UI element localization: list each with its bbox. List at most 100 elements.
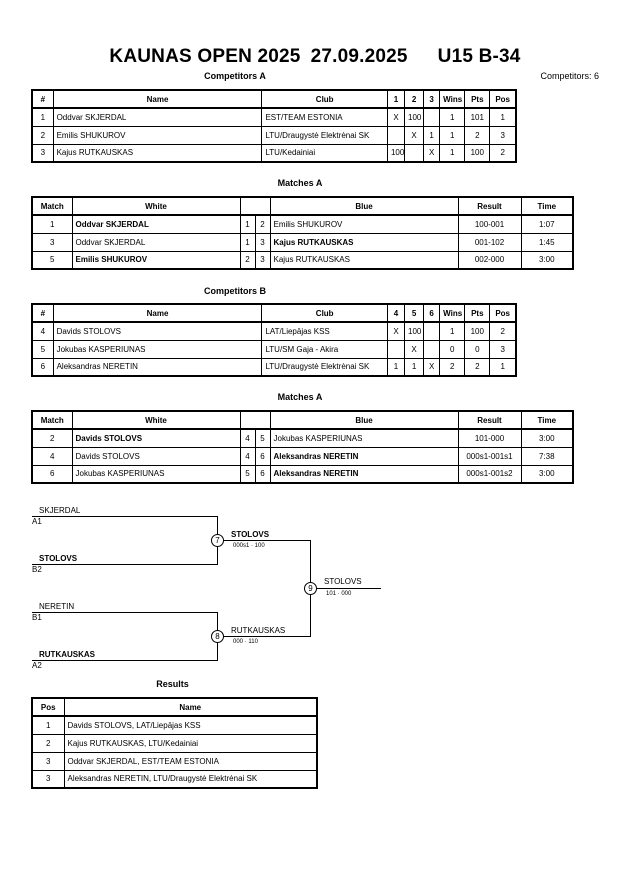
cell-club: LAT/Liepājas KSS [261,321,388,341]
bracket-line [32,612,218,613]
cell-wins: 0 [439,339,466,359]
cell-match: 4 [31,446,73,466]
col-header: Blue [269,196,459,216]
table-header-row: Match White Blue Result Time [31,410,574,430]
cell-result: 100-001 [457,214,522,234]
cell-pos: 1 [489,107,517,127]
cell-wins: 1 [439,125,466,145]
bracket-sf2-top-name: NERETIN [39,602,75,611]
col-header: Pts [464,89,491,109]
bracket-m8-winner: RUTKAUSKAS [231,626,286,635]
col-header: Pos [31,697,65,717]
cell-white-num: 5 [239,464,256,484]
cell-result: 101-000 [457,428,522,448]
table-row: 1 Davids STOLOVS, LAT/Liepājas KSS [31,715,318,735]
bracket-match-7: 7 [211,534,224,547]
cell-wins: 1 [439,107,466,127]
col-header: 2 [404,89,425,109]
cell-num: 4 [31,321,54,341]
cell-wins: 1 [439,143,466,163]
cell-blue-num: 3 [254,250,271,270]
cell-time: 1:07 [520,214,574,234]
cell-pts: 2 [464,125,491,145]
cell-name: Davids STOLOVS [52,321,263,341]
cell-pos: 2 [489,143,517,163]
col-header-empty [239,196,271,216]
bracket-sf1-top-name: SKJERDAL [39,506,81,515]
col-header: Club [261,303,388,323]
bracket-line [32,564,218,565]
competitors-b-title: Competitors B [203,286,266,296]
cell-pts: 100 [464,321,491,341]
table-row: 1 Oddvar SKJERDAL EST/TEAM ESTONIA X 100… [31,107,517,127]
cell-result: 000s1-001s2 [457,464,522,484]
col-header: Time [520,196,574,216]
cell-match: 5 [31,250,73,270]
col-header: 1 [386,89,406,109]
cell-blue-num: 6 [254,464,271,484]
bracket-line [32,660,218,661]
cell-white: Davids STOLOVS [71,446,241,466]
cell-time: 1:45 [520,232,574,252]
cell-score: X [404,125,425,145]
col-header: Blue [269,410,459,430]
cell-pts: 100 [464,143,491,163]
cell-name: Kajus RUTKAUSKAS [52,143,263,163]
competitors-b-table: # Name Club 4 5 6 Wins Pts Pos 4 Davids … [31,303,517,377]
col-header: Time [520,410,574,430]
table-row: 2 Kajus RUTKAUSKAS, LTU/Kedainiai [31,733,318,753]
cell-blue: Jokubas KASPERIUNAS [269,428,459,448]
cell-white-num: 2 [239,250,256,270]
bracket-sf2-top-seed: B1 [32,613,42,622]
cell-club: LTU/Draugystė Elektrėnai SK [261,125,388,145]
table-row: 6 Aleksandras NERETIN LTU/Draugystė Elek… [31,357,517,377]
table-row: 2 Emilis SHUKUROV LTU/Draugystė Elektrėn… [31,125,517,145]
cell-blue: Aleksandras NERETIN [269,464,459,484]
table-row: 3 Oddvar SKJERDAL 1 3 Kajus RUTKAUSKAS 0… [31,232,574,252]
cell-white-num: 4 [239,428,256,448]
matches-a-table: Match White Blue Result Time 1 Oddvar SK… [31,196,574,270]
bracket-m7-winner: STOLOVS [231,530,270,539]
cell-pts: 101 [464,107,491,127]
results-table: Pos Name 1 Davids STOLOVS, LAT/Liepājas … [31,697,318,789]
cell-match: 3 [31,232,73,252]
col-header: Result [457,196,522,216]
cell-match: 1 [31,214,73,234]
bracket-m8-score: 000 · 110 [233,639,258,645]
bracket-sf1-top-seed: A1 [32,517,42,526]
cell-blue-num: 2 [254,214,271,234]
cell-blue-num: 5 [254,428,271,448]
table-row: 6 Jokubas KASPERIUNAS 5 6 Aleksandras NE… [31,464,574,484]
cell-white-num: 1 [239,214,256,234]
bracket-line [217,636,310,637]
col-header-empty [239,410,271,430]
cell-name: Davids STOLOVS, LAT/Liepājas KSS [63,715,318,735]
cell-pos: 2 [489,321,517,341]
cell-name: Oddvar SKJERDAL, EST/TEAM ESTONIA [63,751,318,771]
cell-num: 1 [31,107,54,127]
cell-score [423,339,441,359]
cell-blue-num: 6 [254,446,271,466]
cell-blue: Emilis SHUKUROV [269,214,459,234]
cell-wins: 2 [439,357,466,377]
event-category: U15 B-34 [437,46,521,67]
table-row: 5 Emilis SHUKUROV 2 3 Kajus RUTKAUSKAS 0… [31,250,574,270]
cell-time: 3:00 [520,250,574,270]
cell-num: 5 [31,339,54,359]
cell-pos: 3 [489,339,517,359]
bracket-m9-winner: STOLOVS [324,577,362,586]
col-header: Match [31,410,73,430]
cell-score [423,107,441,127]
cell-score: X [404,339,425,359]
col-header: White [71,196,241,216]
bracket-sf2-bot-seed: A2 [32,661,42,670]
table-header-row: # Name Club 4 5 6 Wins Pts Pos [31,303,517,323]
cell-match: 6 [31,464,73,484]
cell-name: Aleksandras NERETIN [52,357,263,377]
cell-pts: 0 [464,339,491,359]
col-header: Name [52,89,263,109]
matches-a-title: Matches A [277,178,323,188]
table-header-row: Pos Name [31,697,318,717]
cell-result: 000s1-001s1 [457,446,522,466]
